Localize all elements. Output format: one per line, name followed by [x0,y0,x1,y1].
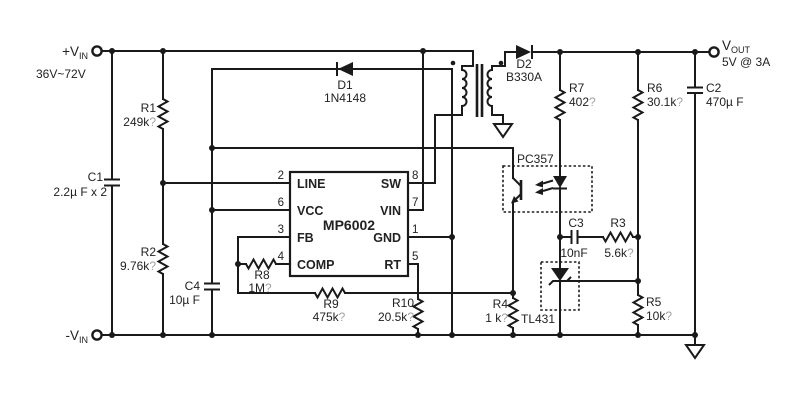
label-r6-value: 30.1k? [647,95,683,109]
label-pinnum-6: 6 [278,197,284,209]
label-pin-vin: VIN [380,204,401,218]
label-r4-ref: R4 [493,297,509,311]
label-r1-ref: R1 [141,101,157,115]
label-r9-ref: R9 [323,297,339,311]
label-pinnum-7: 7 [412,197,418,209]
label-opto-ref: PC357 [517,152,554,166]
label-r3-ref: R3 [610,216,626,230]
label-pin-rt: RT [384,258,401,272]
optocoupler-pc357 [502,165,593,213]
capacitor-c2 [687,86,703,94]
label-vin-minus: -VIN [66,328,89,345]
label-c2-value: 470µ F [706,95,744,109]
resistor-r7 [554,89,566,121]
label-pin-fb: FB [297,231,314,245]
label-vout: VOUT [722,38,751,55]
label-pinnum-1: 1 [412,224,418,236]
resistor-r2 [157,243,169,275]
diode-d2 [516,45,533,59]
ground-secondary-icon [492,123,514,139]
label-c2-ref: C2 [706,81,722,95]
resistor-r4 [507,297,519,329]
label-c3-value: 10nF [560,246,587,260]
label-c4-ref: C4 [185,279,201,293]
label-r10-ref: R10 [392,296,414,310]
resistor-r3 [602,231,634,243]
label-r7-ref: R7 [569,81,585,95]
transformer [450,60,504,117]
diode-d1 [336,62,353,76]
label-r8-ref: R8 [254,268,270,282]
label-r1-value: 249k? [123,115,156,129]
label-d1-value: 1N4148 [324,91,366,105]
label-r7-value: 402? [569,95,596,109]
shunt-regulator-tl431 [540,261,580,311]
label-input-range: 36V~72V [36,67,86,81]
label-d2-ref: D2 [516,57,532,71]
resistor-r6 [632,89,644,121]
label-vout-rating: 5V @ 3A [722,55,770,69]
label-vin-plus: +VIN [62,44,88,61]
label-r6-ref: R6 [647,81,663,95]
capacitor-c3 [570,230,579,244]
label-pin-line: LINE [297,177,325,191]
label-r2-value: 9.76k? [120,259,156,273]
label-ic-part: MP6002 [323,217,375,233]
capacitor-c4 [204,282,220,291]
label-pin-comp: COMP [297,258,335,272]
label-r9-value: 475k? [313,310,346,324]
resistor-r1 [157,98,169,130]
label-pin-sw: SW [381,177,401,191]
label-r5-ref: R5 [646,295,662,309]
label-pinnum-8: 8 [412,170,418,182]
terminal-vin-minus [91,329,103,341]
label-r5-value: 10k? [646,309,672,323]
resistor-r10 [412,298,424,330]
label-r4-value: 1 k? [485,311,508,325]
label-r3-value: 5.6k? [604,246,634,260]
label-c1-value: 2.2µ F x 2 [53,185,107,199]
terminal-vin-plus [91,45,103,57]
ic-mp6002 [288,170,410,278]
label-shunt-ref: TL431 [521,312,555,326]
terminal-vout [708,46,720,58]
label-pin-gnd: GND [373,231,401,245]
label-c4-value: 10µ F [169,293,200,307]
resistor-r5 [632,294,644,326]
ground-output-icon [684,344,706,360]
label-d2-value: B330A [506,70,542,84]
label-c3-ref: C3 [568,216,584,230]
label-pinnum-2: 2 [278,170,284,182]
capacitor-c1 [104,178,120,187]
junction-dots [109,48,698,338]
label-r8-value: 1M? [248,281,272,295]
label-pin-vcc: VCC [297,204,323,218]
label-pinnum-5: 5 [412,251,418,263]
label-r10-value: 20.5k? [378,310,414,324]
label-d1-ref: D1 [337,78,353,92]
label-c1-ref: C1 [88,170,104,184]
label-pinnum-3: 3 [278,224,284,236]
label-r2-ref: R2 [141,245,157,259]
label-pinnum-4: 4 [278,251,285,263]
